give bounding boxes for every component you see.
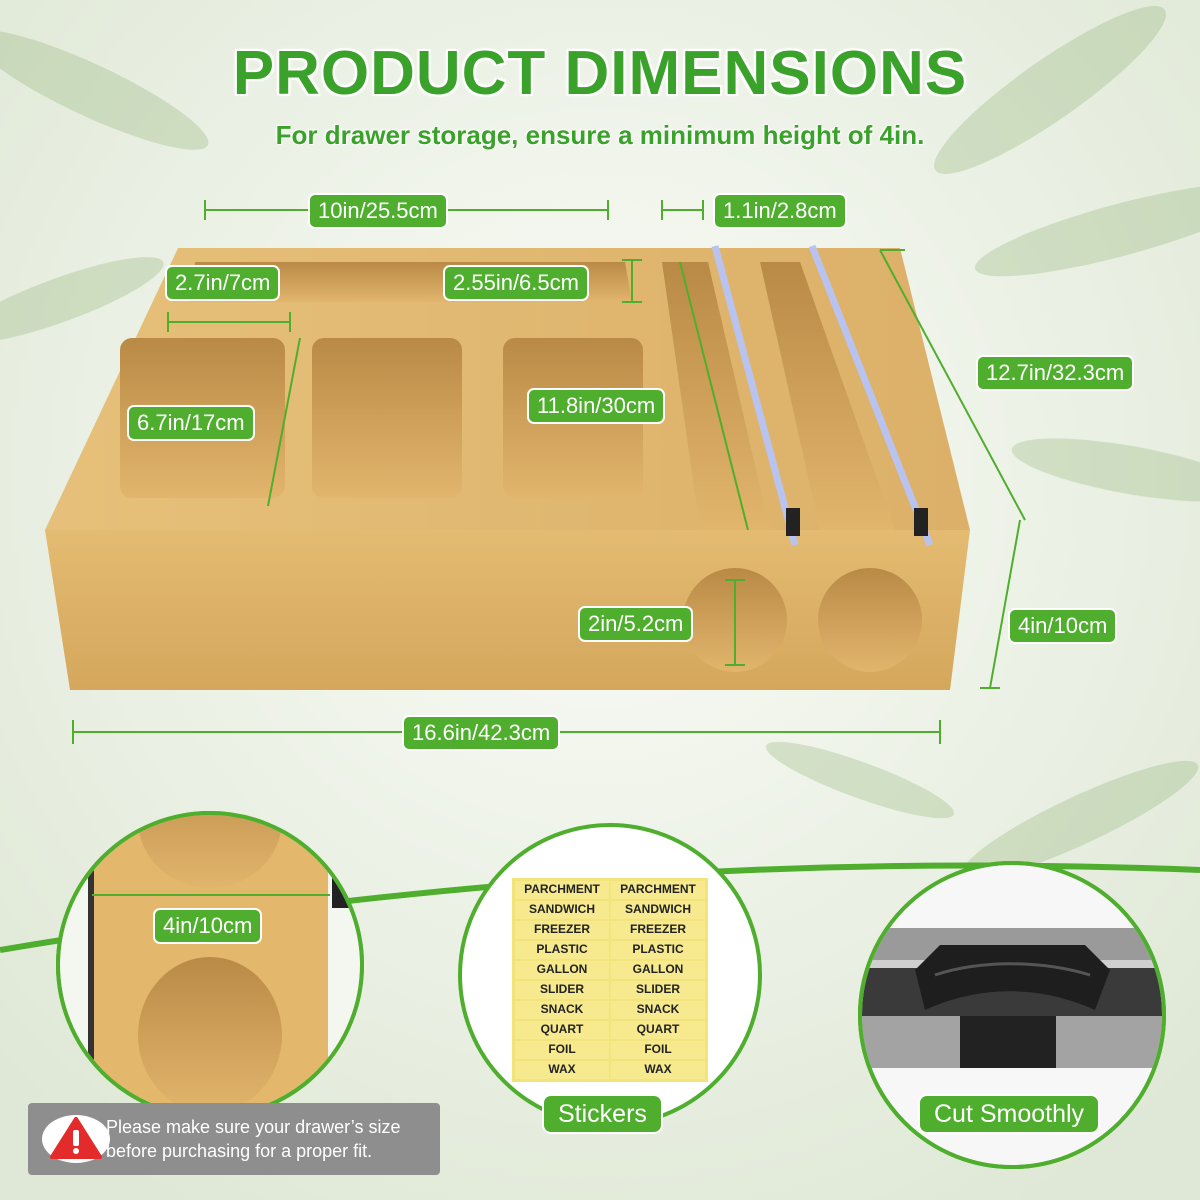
sticker-label: WAX xyxy=(515,1061,609,1079)
dim-top-length: 10in/25.5cm xyxy=(308,193,448,229)
sticker-label: SNACK xyxy=(515,1001,609,1019)
bamboo-leaves-decoration xyxy=(0,6,1200,880)
sticker-label: QUART xyxy=(515,1021,609,1039)
warning-icon xyxy=(42,1115,110,1163)
sticker-label: FOIL xyxy=(611,1041,705,1059)
sticker-label: FREEZER xyxy=(611,921,705,939)
stickers-caption: Stickers xyxy=(542,1094,663,1134)
sticker-label: PARCHMENT xyxy=(611,881,705,899)
sticker-label: WAX xyxy=(611,1061,705,1079)
dim-total-width: 16.6in/42.3cm xyxy=(402,715,561,751)
sticker-label: SNACK xyxy=(611,1001,705,1019)
sticker-label: FREEZER xyxy=(515,921,609,939)
dim-depth: 12.7in/32.3cm xyxy=(976,355,1135,391)
dim-side-height: 4in/10cm xyxy=(153,908,263,944)
cutter-caption: Cut Smoothly xyxy=(918,1094,1101,1134)
sticker-label: GALLON xyxy=(515,961,609,979)
sticker-label: PLASTIC xyxy=(515,941,609,959)
sticker-label: QUART xyxy=(611,1021,705,1039)
warning-box: Please make sure your drawer’s size befo… xyxy=(28,1103,440,1175)
sticker-label: PARCHMENT xyxy=(515,881,609,899)
page-subtitle: For drawer storage, ensure a minimum hei… xyxy=(275,120,925,150)
dim-compartment-width: 2.7in/7cm xyxy=(165,265,281,301)
sticker-label: SANDWICH xyxy=(611,901,705,919)
dim-height: 4in/10cm xyxy=(1008,608,1118,644)
sticker-label: SLIDER xyxy=(611,981,705,999)
dim-hole-diameter: 2in/5.2cm xyxy=(578,606,694,642)
sticker-label: FOIL xyxy=(515,1041,609,1059)
dim-slot-length: 11.8in/30cm xyxy=(527,388,666,424)
dim-compartment-length: 6.7in/17cm xyxy=(127,405,255,441)
dim-slot-depth: 2.55in/6.5cm xyxy=(443,265,589,301)
sticker-label: GALLON xyxy=(611,961,705,979)
sticker-label: PLASTIC xyxy=(611,941,705,959)
sticker-label: SLIDER xyxy=(515,981,609,999)
sticker-sheet: PARCHMENT PARCHMENT SANDWICH SANDWICH FR… xyxy=(512,878,708,1082)
warning-text: Please make sure your drawer’s size befo… xyxy=(106,1117,401,1161)
page-title: PRODUCT DIMENSIONS xyxy=(232,39,968,108)
sticker-label: SANDWICH xyxy=(515,901,609,919)
dim-slot-width: 1.1in/2.8cm xyxy=(713,193,847,229)
